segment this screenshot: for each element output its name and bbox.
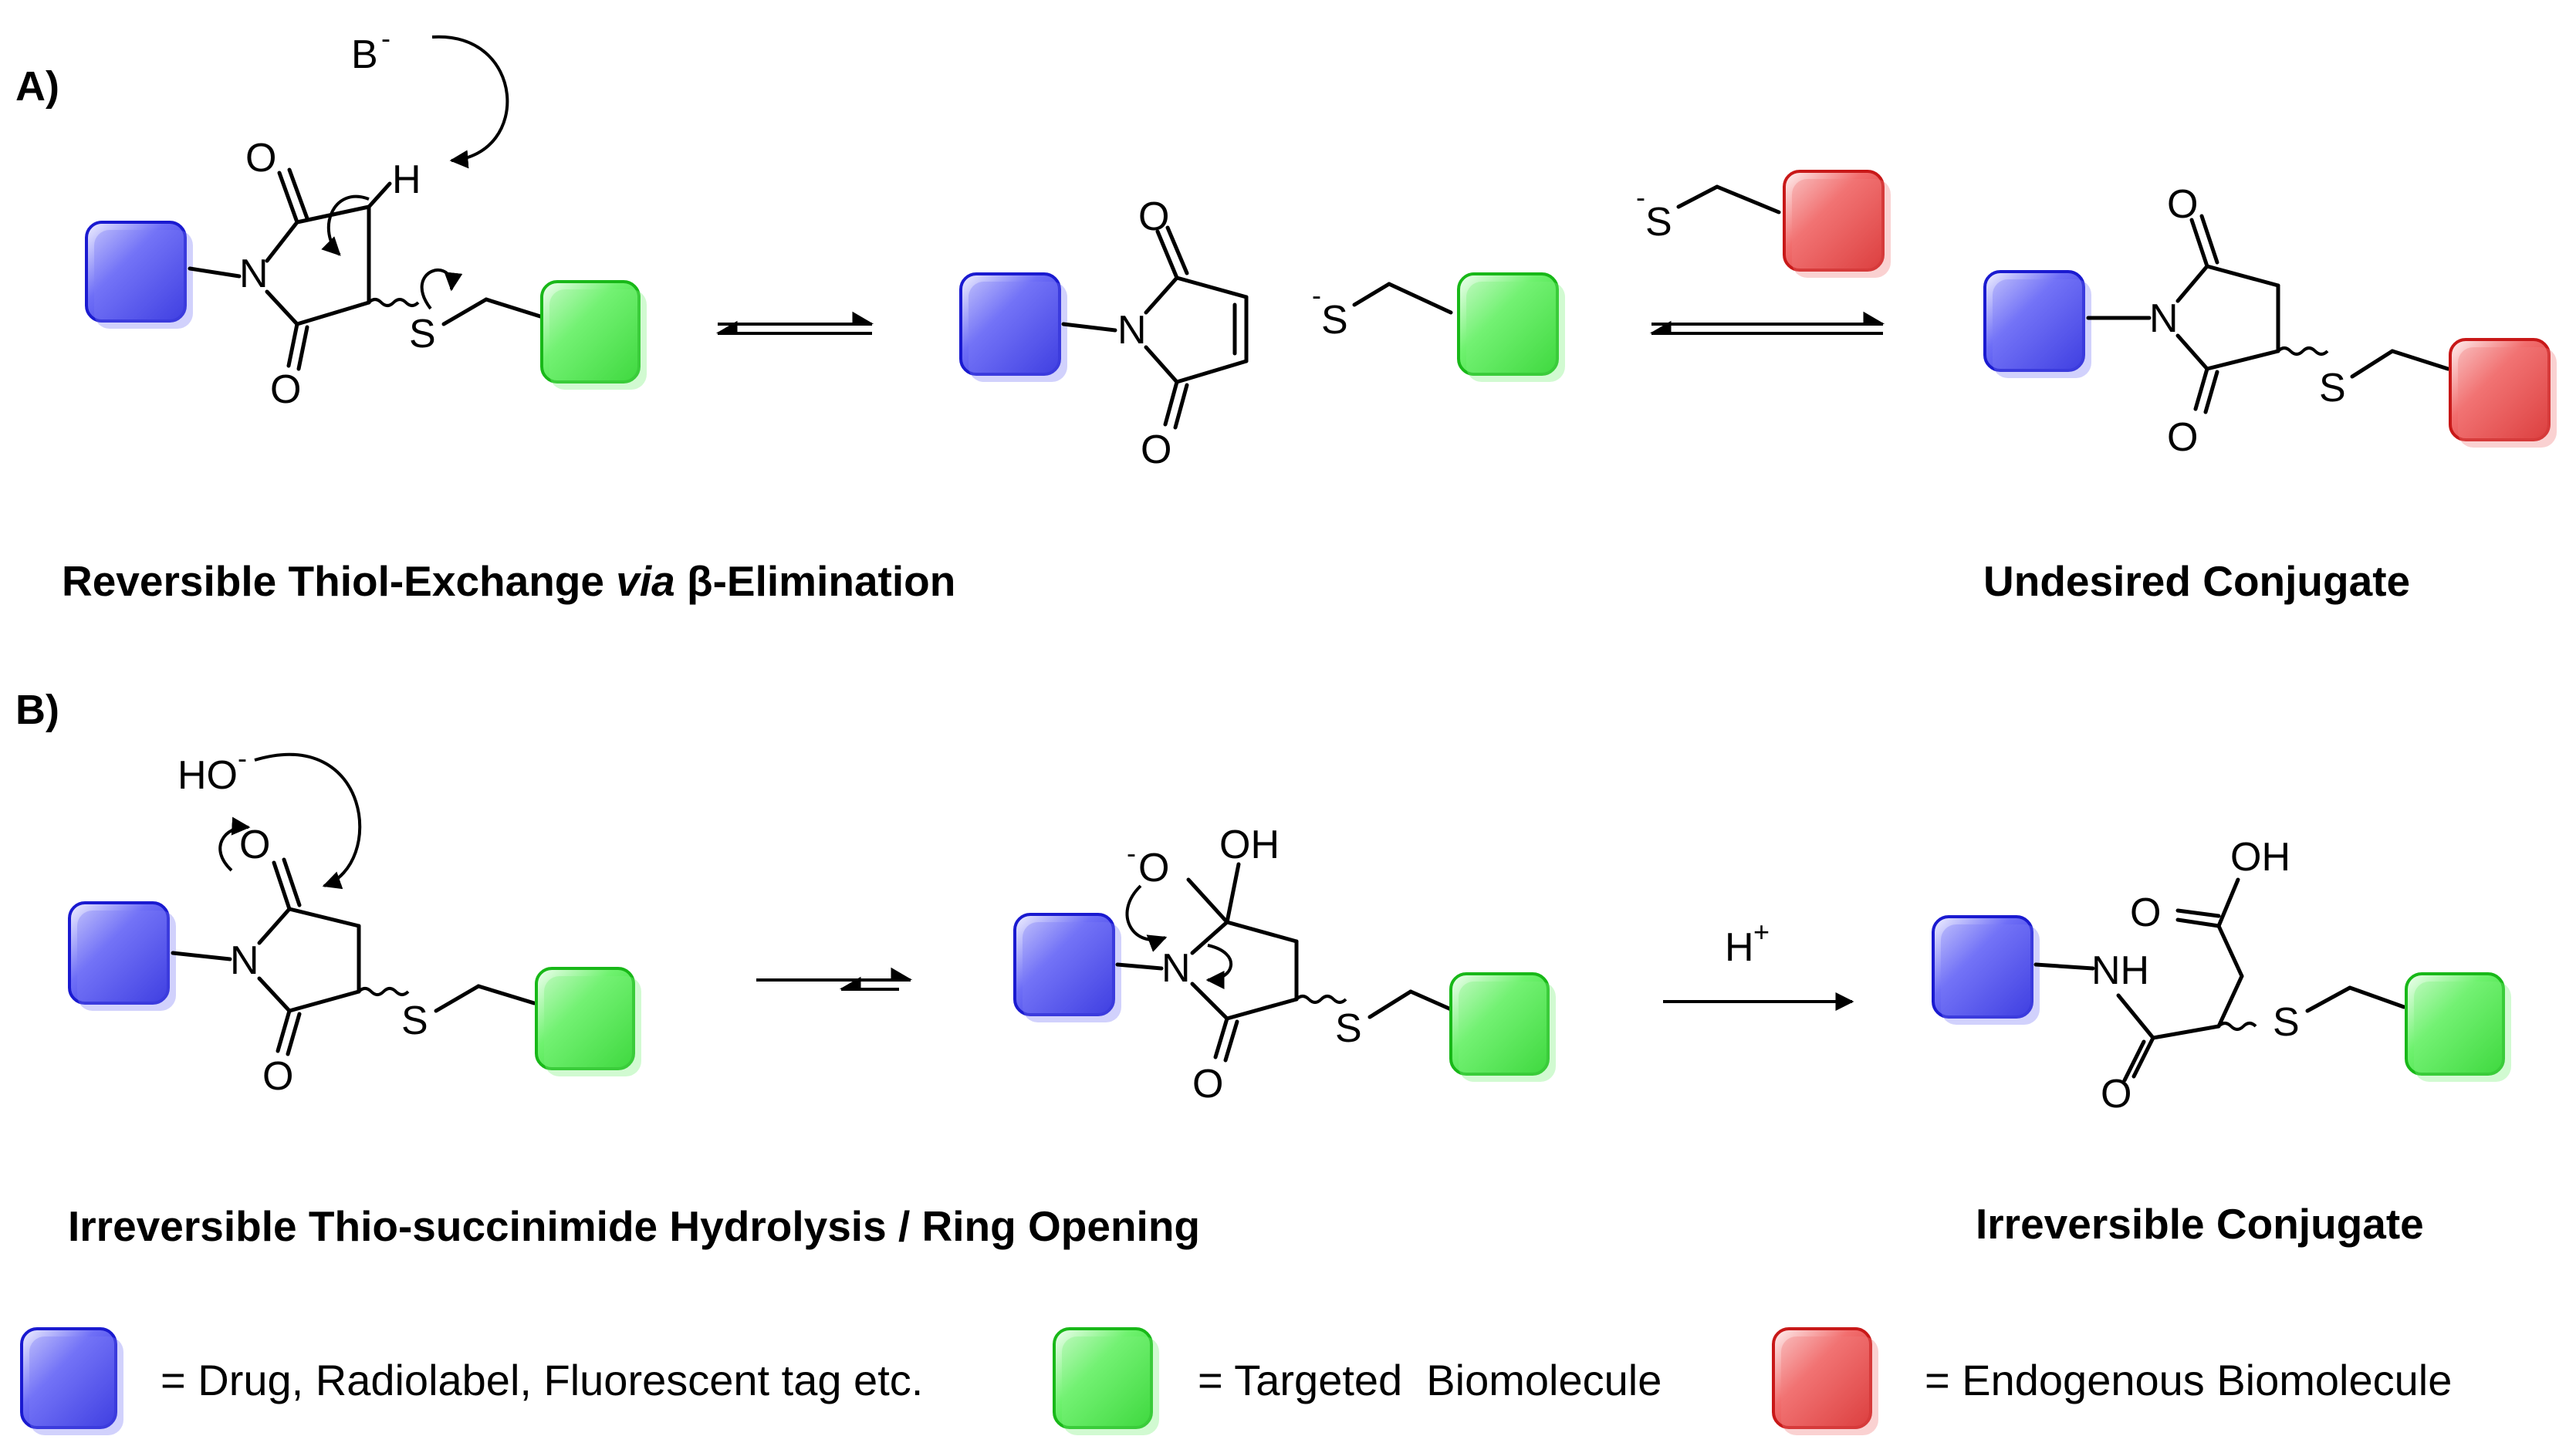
targeted-biomolecule-block bbox=[1457, 272, 1559, 376]
legend-item-drug: = Drug, Radiolabel, Fluorescent tag etc. bbox=[20, 1327, 923, 1435]
legend-endogenous-text: = Endogenous Biomolecule bbox=[1925, 1356, 2452, 1404]
atom-n: N bbox=[1117, 308, 1147, 353]
atom-o: O bbox=[239, 823, 270, 867]
drug-block bbox=[68, 901, 170, 1005]
equilibrium-arrow bbox=[1649, 311, 1885, 335]
drug-block bbox=[20, 1327, 117, 1429]
base: B bbox=[351, 32, 378, 77]
acid-charge: + bbox=[1753, 916, 1770, 948]
atom-s: S bbox=[1321, 298, 1348, 343]
tetrahedral-intermediate: N OH - O O S bbox=[1013, 823, 1556, 1107]
panel-b-label: B) bbox=[15, 687, 59, 733]
atom-s: S bbox=[1645, 200, 1672, 245]
atom-o: O bbox=[2101, 1072, 2131, 1117]
atom-o: O bbox=[245, 136, 276, 181]
atom-s: S bbox=[401, 999, 428, 1043]
legend-item-targeted: = Targeted Biomolecule bbox=[1053, 1327, 1662, 1435]
panel-b: B) N O O S HO - bbox=[15, 687, 2511, 1250]
targeted-biomolecule-block bbox=[540, 280, 641, 384]
drug-block bbox=[1013, 913, 1115, 1016]
electron-arrow bbox=[218, 816, 251, 872]
forward-arrow: H + bbox=[1663, 916, 1854, 1011]
electron-arrow bbox=[321, 194, 370, 256]
hydroxide-charge: - bbox=[238, 742, 247, 774]
legend-drug-text: = Drug, Radiolabel, Fluorescent tag etc. bbox=[161, 1356, 923, 1404]
endogenous-biomolecule-block bbox=[1783, 170, 1885, 272]
atom-o: O bbox=[262, 1054, 293, 1099]
targeted-biomolecule-block bbox=[2405, 972, 2505, 1076]
atom-nh: NH bbox=[2091, 948, 2149, 993]
undesired-conjugate-label: Undesired Conjugate bbox=[1983, 557, 2410, 605]
legend-targeted-text: = Targeted Biomolecule bbox=[1198, 1356, 1662, 1404]
targeted-biomolecule-block bbox=[1053, 1327, 1153, 1429]
atom-o: O bbox=[1138, 846, 1169, 890]
atom-o: O bbox=[2167, 182, 2198, 227]
drug-block bbox=[959, 272, 1061, 376]
thiolate-red: - S bbox=[1636, 170, 1891, 278]
ring-opened-conjugate: NH O OH O S bbox=[1932, 835, 2511, 1117]
panel-a-label: A) bbox=[15, 63, 59, 110]
atom-o: O bbox=[270, 367, 301, 412]
maleimide: N O O bbox=[959, 194, 1249, 472]
electron-arrow bbox=[254, 752, 362, 890]
atom-s: S bbox=[1335, 1006, 1362, 1051]
atom-n: N bbox=[239, 252, 269, 296]
legend-item-endogenous: = Endogenous Biomolecule bbox=[1772, 1327, 2452, 1435]
electron-arrow bbox=[420, 269, 463, 310]
panel-a: A) N O O H S bbox=[15, 22, 2557, 605]
hydroxide: HO bbox=[177, 753, 238, 798]
endogenous-biomolecule-block bbox=[1772, 1327, 1872, 1429]
targeted-biomolecule-block bbox=[535, 967, 635, 1070]
atom-n: N bbox=[230, 938, 259, 983]
drug-block bbox=[85, 221, 187, 323]
thiolate-green: - S bbox=[1312, 272, 1565, 382]
caption-b: Irreversible Thio-succinimide Hydrolysis… bbox=[68, 1202, 1200, 1250]
charge: - bbox=[1127, 837, 1136, 869]
electron-arrow bbox=[431, 35, 509, 169]
electron-arrow bbox=[1125, 884, 1168, 952]
irreversible-conjugate-label: Irreversible Conjugate bbox=[1976, 1200, 2424, 1248]
acid: H bbox=[1725, 925, 1754, 970]
thiosuccinimide-a-start: N O O H S B - bbox=[85, 22, 647, 412]
equilibrium-arrow bbox=[715, 311, 874, 335]
drug-block bbox=[1932, 915, 2033, 1019]
caption-a: Reversible Thiol-Exchange via β-Eliminat… bbox=[62, 557, 955, 605]
atom-o: O bbox=[1192, 1062, 1223, 1107]
atom-o: O bbox=[1141, 427, 1171, 472]
atom-s: S bbox=[409, 312, 436, 356]
targeted-biomolecule-block bbox=[1449, 972, 1550, 1076]
atom-s: S bbox=[2273, 1000, 2300, 1045]
atom-n: N bbox=[1161, 946, 1191, 991]
electron-arrow bbox=[1205, 944, 1233, 989]
thiosuccinimide-b-start: N O O S HO - bbox=[68, 742, 641, 1099]
charge: - bbox=[1636, 181, 1645, 213]
atom-o: O bbox=[2130, 890, 2161, 935]
base-charge: - bbox=[381, 22, 390, 54]
atom-h: H bbox=[392, 157, 421, 202]
atom-o: O bbox=[2167, 415, 2198, 460]
atom-oh: OH bbox=[1219, 823, 1280, 867]
atom-s: S bbox=[2319, 366, 2346, 411]
endogenous-biomolecule-block bbox=[2449, 338, 2551, 441]
drug-block bbox=[1983, 270, 2085, 372]
equilibrium-arrow bbox=[756, 967, 913, 991]
atom-o: O bbox=[1138, 194, 1169, 239]
atom-n: N bbox=[2149, 296, 2179, 341]
undesired-conjugate: N O O S bbox=[1983, 182, 2557, 460]
charge: - bbox=[1312, 279, 1321, 311]
legend: = Drug, Radiolabel, Fluorescent tag etc.… bbox=[20, 1327, 2452, 1435]
atom-oh: OH bbox=[2230, 835, 2290, 880]
